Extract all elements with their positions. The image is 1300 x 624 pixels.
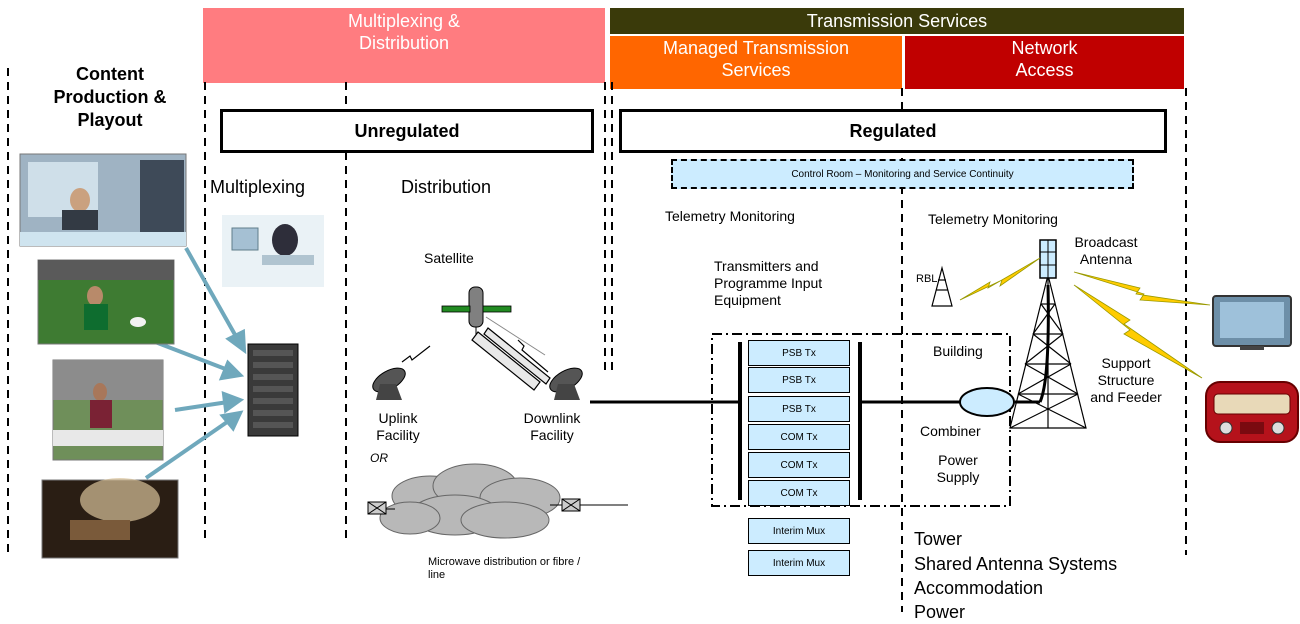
header-transmission-text: Transmission Services [806, 11, 988, 31]
transmitters-text: Transmitters and Programme Input Equipme… [714, 258, 823, 308]
rbl-icon [931, 265, 953, 307]
interim-mux-box: Interim Mux [748, 518, 850, 544]
header-mux-distribution-text: Multiplexing & Distribution [347, 11, 461, 53]
combiner-shape [959, 387, 1015, 417]
satellite-icon [441, 286, 546, 356]
regulated-text: Regulated [849, 120, 937, 141]
uplink-dish-icon [372, 367, 406, 400]
multiplexing-label: Multiplexing [210, 177, 306, 197]
microwave-cloud-icon [379, 463, 561, 539]
header-network-access: Network Access [905, 36, 1184, 89]
network-list-item: Power [914, 602, 966, 622]
multiplexing-operator-image [222, 215, 324, 287]
header-managed: Managed Transmission Services [610, 36, 902, 89]
server-rack-icon [247, 343, 299, 437]
network-list-item: Tower [914, 529, 963, 549]
microwave-text: Microwave distribution or fibre / line [428, 556, 581, 581]
broadcast-antenna-text: Broadcast Antenna [1074, 234, 1138, 267]
downlink-dish-icon [549, 367, 583, 400]
tx-box: COM Tx [748, 452, 850, 478]
studio-photo [19, 153, 187, 247]
tx-box: COM Tx [748, 480, 850, 506]
header-mux-distribution: Multiplexing & Distribution [203, 8, 605, 83]
support-structure-text: Support Structure and Feeder [1090, 355, 1162, 405]
content-arrows [144, 247, 247, 480]
uplink-text: Uplink Facility [376, 410, 420, 443]
broadcast-antenna-label: Broadcast Antenna [1066, 234, 1146, 268]
or-label: OR [370, 451, 388, 465]
tx-box: PSB Tx [748, 340, 850, 366]
telemetry-managed-label: Telemetry Monitoring [665, 208, 795, 224]
radio-icon [1205, 381, 1299, 443]
power-supply-text: Power Supply [936, 452, 980, 485]
stage-photo [41, 478, 179, 559]
distribution-label: Distribution [401, 177, 492, 197]
network-list-item: Accommodation [914, 578, 1044, 598]
tx-box: PSB Tx [748, 367, 850, 393]
unregulated-box: Unregulated [220, 109, 594, 153]
television-icon [1212, 295, 1292, 350]
transmitters-label: Transmitters and Programme Input Equipme… [714, 258, 854, 309]
control-room-text: Control Room – Monitoring and Service Co… [791, 168, 1014, 180]
header-network-text: Network Access [1011, 38, 1078, 80]
football-photo [52, 359, 164, 461]
control-room-box: Control Room – Monitoring and Service Co… [671, 159, 1134, 189]
network-list-item: Shared Antenna Systems [914, 554, 1118, 574]
rugby-photo [37, 259, 175, 345]
power-supply-label: Power Supply [928, 452, 988, 486]
building-outline [711, 333, 1011, 507]
uplink-label: Uplink Facility [358, 410, 438, 444]
tx-box: PSB Tx [748, 396, 850, 422]
content-production-text: Content Production & Playout [53, 64, 167, 130]
support-structure-label: Support Structure and Feeder [1088, 355, 1164, 406]
unregulated-text: Unregulated [354, 120, 460, 141]
satellite-label: Satellite [424, 250, 474, 266]
content-production-label: Content Production & Playout [40, 63, 180, 132]
regulated-box: Regulated [619, 109, 1167, 153]
tx-box: COM Tx [748, 424, 850, 450]
uplink-signal [401, 345, 431, 363]
interim-mux-box: Interim Mux [748, 550, 850, 576]
broadcast-antenna-icon [1039, 239, 1057, 279]
combiner-label: Combiner [920, 423, 981, 439]
telemetry-network-label: Telemetry Monitoring [928, 211, 1058, 227]
header-managed-text: Managed Transmission Services [662, 38, 850, 80]
tower-icon [1009, 274, 1087, 429]
microwave-label: Microwave distribution or fibre / line [428, 556, 588, 582]
downlink-text: Downlink Facility [523, 410, 581, 443]
downlink-label: Downlink Facility [512, 410, 592, 444]
satellite-pipe [471, 327, 551, 391]
rf-links [959, 257, 1211, 379]
building-label: Building [933, 343, 983, 359]
downlink-signal [517, 339, 549, 373]
header-transmission-services: Transmission Services [610, 8, 1184, 34]
rbl-label: RBL [916, 273, 938, 285]
